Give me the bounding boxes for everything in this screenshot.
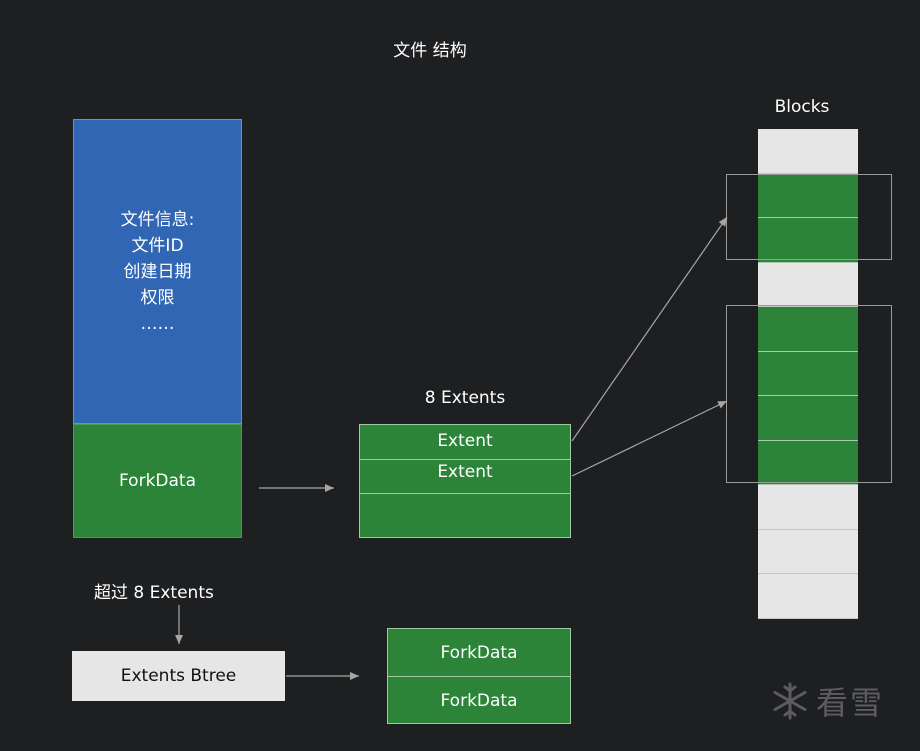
file-info-line: …… — [140, 313, 175, 334]
block-empty — [758, 574, 858, 619]
block-empty — [758, 262, 858, 307]
block-group-frame — [726, 305, 892, 483]
overflow-label: 超过 8 Extents — [94, 583, 214, 603]
block-empty — [758, 529, 858, 574]
fork-data-stack: ForkData ForkData — [387, 628, 571, 724]
extents-btree-label: Extents Btree — [120, 666, 237, 686]
fork-data-row: ForkData — [388, 629, 570, 677]
snowflake-icon — [773, 682, 807, 720]
fork-data-row: ForkData — [440, 691, 518, 711]
file-info-line: 文件信息: — [120, 209, 195, 230]
arrow-extent2-to-blocks — [571, 400, 728, 477]
extents-btree-box: Extents Btree — [72, 651, 285, 701]
extent-row: Extent — [360, 460, 570, 494]
file-info-line: 创建日期 — [123, 261, 192, 282]
diagram-title: 文件 结构 — [393, 41, 467, 61]
watermark-text: 看雪 — [816, 684, 885, 722]
block-used — [758, 440, 858, 485]
block-used — [758, 173, 858, 218]
fork-data-label: ForkData — [119, 471, 196, 491]
extent-row: Extent — [360, 425, 570, 460]
file-info-line: 权限 — [140, 287, 175, 308]
block-used — [758, 218, 858, 263]
block-used — [758, 351, 858, 396]
block-used — [758, 396, 858, 441]
block-used — [758, 307, 858, 352]
file-info-box: 文件信息: 文件ID 创建日期 权限 …… — [73, 119, 242, 424]
fork-data-box: ForkData — [73, 424, 242, 538]
block-empty — [758, 129, 858, 174]
watermark: 看雪 — [770, 676, 884, 726]
file-info-line: 文件ID — [131, 235, 184, 256]
arrow-extent1-to-blocks — [571, 216, 728, 442]
blocks-label: Blocks — [774, 97, 830, 117]
block-empty — [758, 485, 858, 530]
extents-box: Extent Extent — [359, 424, 571, 538]
extents-label: 8 Extents — [424, 388, 506, 408]
